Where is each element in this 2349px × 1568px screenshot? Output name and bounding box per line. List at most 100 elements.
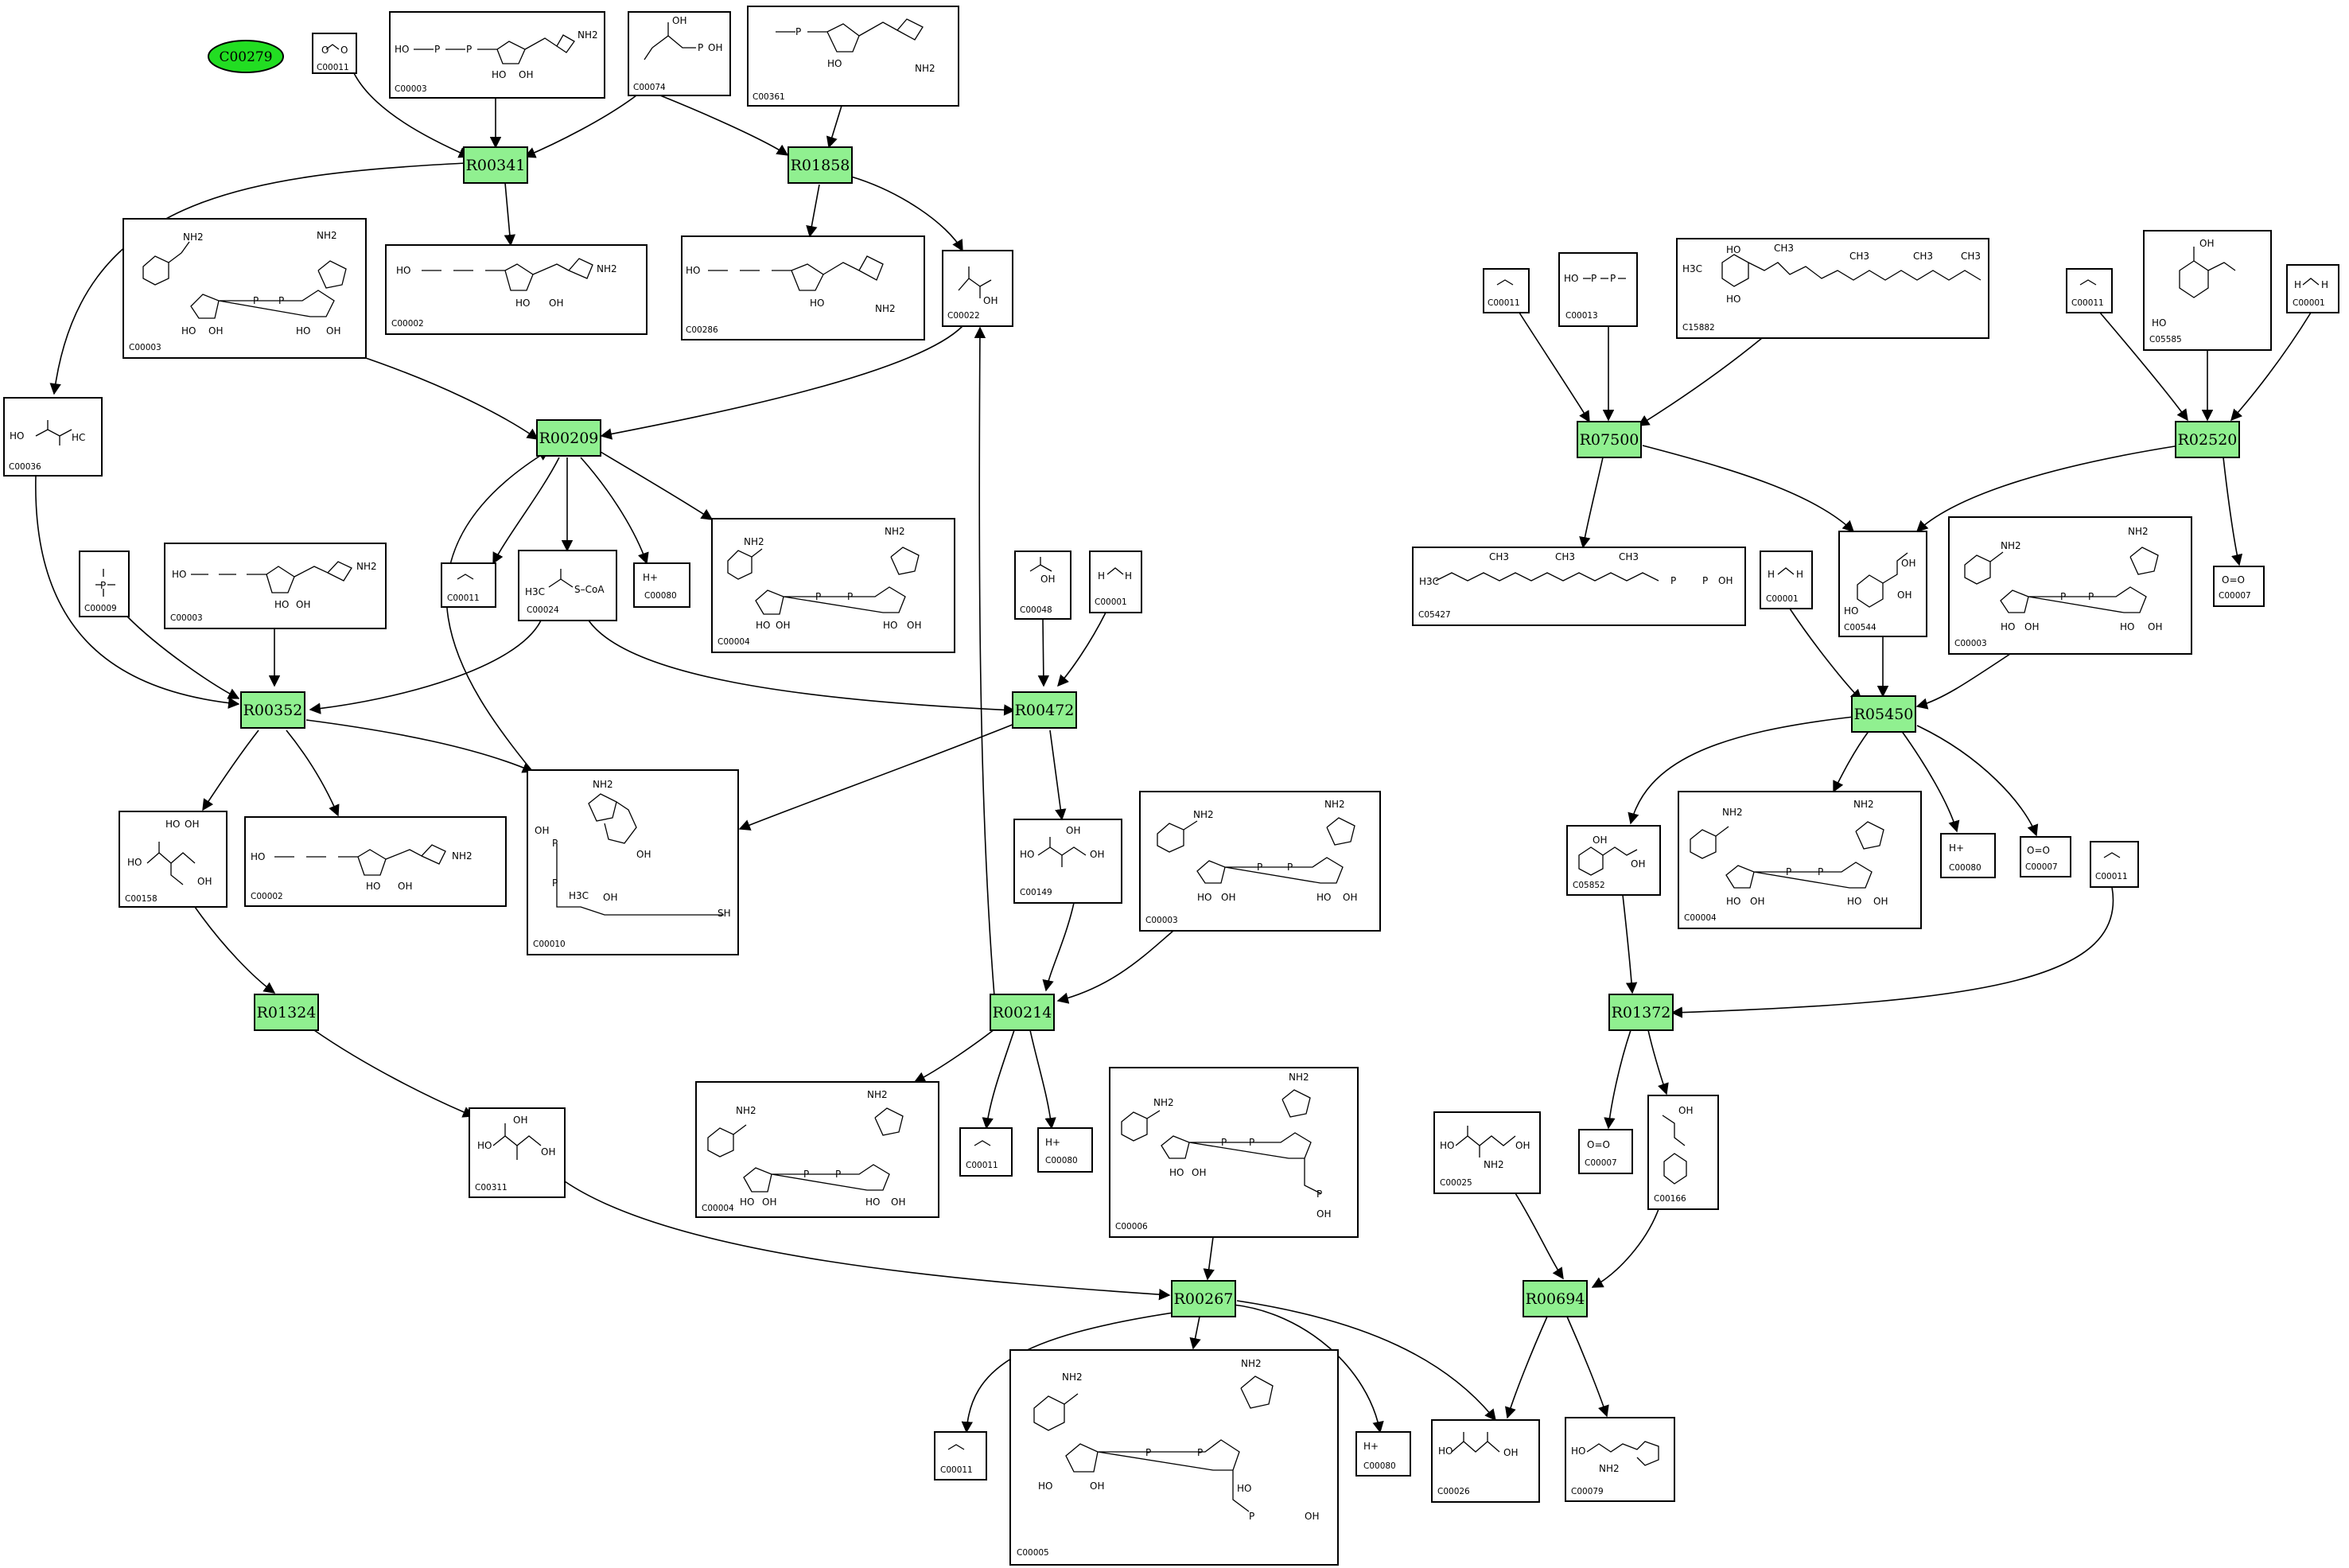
compound-id: C00006	[1115, 1222, 1148, 1231]
compound-node-c00158[interactable]: HO OH HO OH C00158	[119, 811, 228, 908]
compound-node-c00011[interactable]: C00011	[2066, 268, 2113, 313]
atom-label: CH3	[1774, 243, 1794, 254]
reaction-node-r07500[interactable]: R07500	[1577, 421, 1642, 458]
edge-r00341-c00036	[49, 162, 466, 395]
atom-label: OH	[1221, 892, 1235, 903]
compound-node-c00149[interactable]: HO OH OH C00149	[1013, 819, 1122, 904]
reaction-node-r00341[interactable]: R00341	[463, 146, 528, 184]
compound-node-c00025[interactable]: HO NH2 OH C00025	[1433, 1111, 1541, 1194]
compound-node-c05427[interactable]: H3C CH3 CH3 CH3 P P OH C05427	[1412, 547, 1746, 626]
compound-node-c00048[interactable]: OH C00048	[1014, 551, 1071, 620]
compound-node-c00022[interactable]: OH C00022	[942, 250, 1013, 327]
compound-node-c00080[interactable]: H+ C00080	[633, 562, 690, 608]
reaction-node-r00214[interactable]: R00214	[990, 994, 1055, 1031]
atom-label: H+	[1045, 1137, 1060, 1148]
compound-node-c00001[interactable]: H H C00001	[1760, 551, 1813, 609]
compound-node-c00009[interactable]: P C00009	[79, 551, 130, 617]
reaction-node-r01858[interactable]: R01858	[788, 146, 853, 184]
compound-node-c00004[interactable]: NH2 NH2 P P HO OH HO OH C00004	[695, 1081, 939, 1218]
reaction-label: R00209	[539, 430, 599, 447]
atom-label: CH3	[1489, 551, 1509, 562]
reaction-node-r05450[interactable]: R05450	[1851, 695, 1916, 733]
compound-node-c00001[interactable]: H H C00001	[1089, 551, 1142, 613]
compound-node-c00010[interactable]: NH2 P P OH OH H3C OH SH C00010	[527, 769, 739, 955]
compound-node-c00166[interactable]: OH C00166	[1647, 1095, 1719, 1210]
atom-label: O=O	[2222, 574, 2245, 586]
compound-node-c00080[interactable]: H+ C00080	[1940, 833, 1996, 878]
reaction-node-r01372[interactable]: R01372	[1608, 994, 1674, 1031]
compound-node-c00011[interactable]: C00011	[959, 1127, 1013, 1177]
compound-node-c00007[interactable]: O=O C00007	[2213, 566, 2265, 607]
atom-label: NH2	[597, 263, 617, 274]
compound-node-c00003[interactable]: NH2 NH2 P P HO OH HO OH C00003	[123, 218, 367, 359]
compound-node-c05852[interactable]: OH OH C05852	[1566, 825, 1661, 896]
atom-label: NH2	[885, 526, 905, 537]
atom-label: P	[552, 838, 558, 849]
compound-node-c00036[interactable]: HO HC C00036	[3, 397, 103, 477]
edge-c00361-r01858	[826, 105, 842, 149]
compound-node-c00011[interactable]: C00011	[934, 1431, 987, 1480]
compound-node-c00026[interactable]: HO OH C00026	[1431, 1419, 1540, 1503]
reaction-node-r02520[interactable]: R02520	[2175, 421, 2240, 458]
compound-node-c00003[interactable]: NH2 NH2 P P HO OH HO OH C00003	[1948, 516, 2192, 655]
atom-label: OH	[1090, 1480, 1104, 1492]
compound-node-c05585[interactable]: OH HO C05585	[2143, 230, 2272, 351]
edge-r05450-c00007	[1916, 725, 2039, 837]
atom-label: OH	[1515, 1140, 1530, 1151]
reaction-node-r01324[interactable]: R01324	[254, 994, 319, 1031]
edge-r00214-c00022	[974, 326, 995, 997]
compound-id: C00074	[633, 83, 666, 92]
compound-node-c00001[interactable]: H H C00001	[2286, 264, 2339, 313]
atom-label: OH	[1343, 892, 1357, 903]
compound-node-c00074[interactable]: OH P OH C00074	[628, 11, 731, 96]
edge-c00011-r01372	[1670, 886, 2114, 1018]
compound-id: C00009	[84, 604, 117, 613]
compound-node-c00011[interactable]: C00011	[2090, 841, 2139, 888]
atom-label: OH	[1678, 1105, 1693, 1116]
compound-node-c00003[interactable]: NH2 NH2 P P HO OH HO OH C00003	[1139, 791, 1381, 932]
compound-node-c00006[interactable]: NH2 NH2 P P HO OH P OH C00006	[1109, 1067, 1359, 1238]
compound-node-c00005[interactable]: NH2 NH2 P P HO OH HO P OH C00005	[1009, 1349, 1339, 1566]
compound-node-c00007[interactable]: O=O C00007	[2020, 836, 2071, 877]
compound-node-c00003[interactable]: HO P P NH2 HO OH C00003	[389, 11, 605, 99]
atom-label: P	[847, 591, 853, 602]
compound-node-c00080[interactable]: H+ C00080	[1037, 1127, 1093, 1173]
compound-node-c00286[interactable]: HO NH2 HO C00286	[681, 235, 925, 340]
edge-c00011-r02520	[2099, 312, 2188, 422]
reaction-node-r00472[interactable]: R00472	[1012, 691, 1077, 729]
reaction-node-r00209[interactable]: R00209	[536, 419, 601, 457]
compound-node-c00544[interactable]: OH OH HO C00544	[1838, 531, 1927, 637]
compound-node-c00004[interactable]: NH2 NH2 P P HO OH HO OH C00004	[711, 518, 955, 653]
compound-node-c00311[interactable]: OH OH HO C00311	[469, 1107, 566, 1198]
reaction-node-r00267[interactable]: R00267	[1171, 1280, 1236, 1317]
atom-label: OH	[541, 1146, 555, 1158]
reaction-node-r00694[interactable]: R00694	[1523, 1280, 1588, 1317]
compound-id: C00003	[1145, 916, 1178, 925]
query-compound-node[interactable]: C00279	[208, 40, 284, 73]
compound-node-c00361[interactable]: P HO NH2 C00361	[747, 6, 959, 107]
compound-node-c00007[interactable]: O=O C00007	[1578, 1129, 1633, 1174]
compound-node-c00024[interactable]: H3C S–CoA C00024	[518, 550, 617, 621]
reaction-node-r00352[interactable]: R00352	[240, 691, 305, 729]
compound-node-c00002[interactable]: HO NH2 HO OH C00002	[385, 244, 648, 335]
atom-label: NH2	[1062, 1372, 1083, 1383]
compound-node-c15882[interactable]: H3C HO HO CH3 CH3 CH3 CH3 C15882	[1676, 238, 1989, 339]
atom-label: OH	[1090, 849, 1104, 860]
compound-node-c00003[interactable]: HO NH2 HO OH C00003	[164, 543, 387, 629]
compound-node-c00011[interactable]: C00011	[441, 562, 496, 608]
atom-label: HO	[10, 430, 24, 442]
atom-label: H	[1768, 569, 1775, 580]
compound-node-c00011[interactable]: C00011	[1483, 268, 1530, 313]
compound-id: C00544	[1844, 623, 1876, 632]
edge-c00149-r00214	[1042, 902, 1075, 992]
compound-node-c00004[interactable]: NH2 NH2 P P HO OH HO OH C00004	[1678, 791, 1922, 929]
edge-c00074-r01858	[659, 95, 789, 156]
compound-node-c00080[interactable]: H+ C00080	[1355, 1431, 1411, 1477]
edge-r05450-c00004	[1833, 730, 1870, 793]
compound-node-c00079[interactable]: HO NH2 C00079	[1565, 1417, 1675, 1502]
edge-r00209-c00080	[580, 457, 649, 565]
compound-node-c00002[interactable]: HO NH2 HO OH C00002	[244, 816, 507, 907]
compound-node-c00013[interactable]: HO P P C00013	[1558, 252, 1638, 327]
atom-label: HO	[827, 58, 842, 69]
